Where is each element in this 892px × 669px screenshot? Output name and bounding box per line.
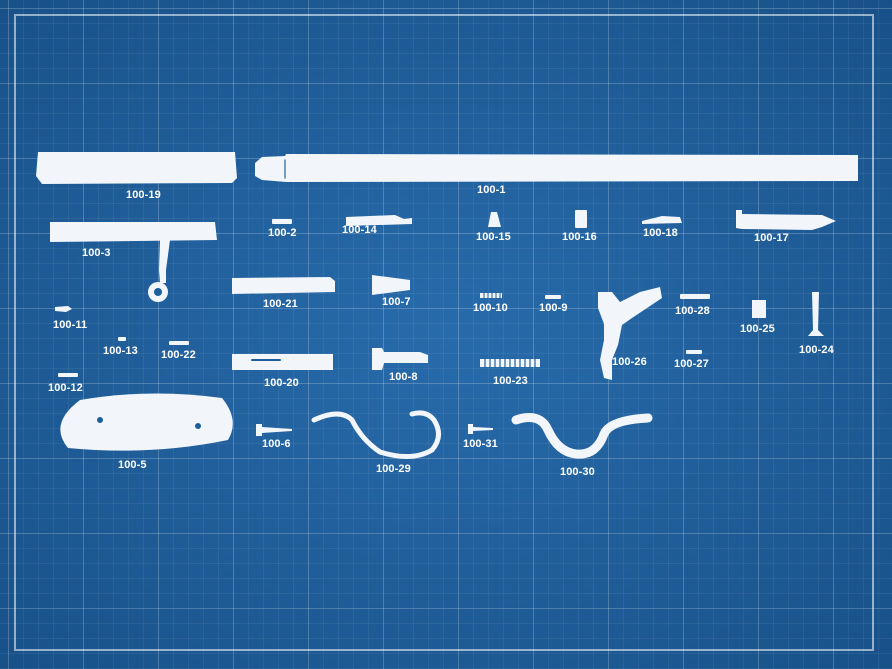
part-100-26	[598, 287, 662, 380]
label-100-26: 100-26	[612, 356, 647, 368]
label-100-16: 100-16	[562, 231, 597, 243]
part-100-25	[752, 300, 766, 318]
part-100-15	[488, 212, 501, 227]
label-100-12: 100-12	[48, 382, 83, 394]
label-100-20: 100-20	[264, 377, 299, 389]
part-100-6-screw	[256, 424, 292, 436]
part-100-20	[232, 354, 333, 370]
label-100-23: 100-23	[493, 375, 528, 387]
part-100-5-hole-2	[195, 423, 201, 429]
part-100-23-coils	[484, 358, 536, 368]
part-100-28	[680, 294, 710, 299]
part-100-21	[232, 277, 335, 294]
label-100-19: 100-19	[126, 189, 161, 201]
label-100-25: 100-25	[740, 323, 775, 335]
label-100-28: 100-28	[675, 305, 710, 317]
part-100-14	[346, 215, 412, 226]
label-100-9: 100-9	[539, 302, 568, 314]
label-100-10: 100-10	[473, 302, 508, 314]
label-100-13: 100-13	[103, 345, 138, 357]
label-100-15: 100-15	[476, 231, 511, 243]
part-100-16	[575, 210, 587, 228]
label-100-6: 100-6	[262, 438, 291, 450]
part-100-9	[545, 295, 561, 299]
part-100-22	[169, 341, 189, 345]
part-100-8	[372, 348, 428, 370]
label-100-11: 100-11	[53, 319, 88, 331]
label-100-29: 100-29	[376, 463, 411, 475]
label-100-22: 100-22	[161, 349, 196, 361]
label-100-18: 100-18	[643, 227, 678, 239]
label-100-24: 100-24	[799, 344, 834, 356]
part-100-10	[480, 293, 502, 298]
label-100-5: 100-5	[118, 459, 147, 471]
part-100-11	[55, 306, 72, 312]
label-100-7: 100-7	[382, 296, 411, 308]
part-100-2	[272, 219, 292, 224]
part-100-29-spring	[311, 410, 441, 459]
label-100-1: 100-1	[477, 184, 506, 196]
part-100-10-coils	[483, 292, 501, 299]
label-100-3: 100-3	[82, 247, 111, 259]
part-100-12	[58, 373, 78, 377]
part-100-18	[642, 216, 682, 224]
part-100-3-bolt	[50, 222, 217, 302]
part-100-19-receiver	[36, 152, 237, 184]
label-100-2: 100-2	[268, 227, 297, 239]
part-100-24	[808, 292, 824, 336]
label-100-31: 100-31	[463, 438, 498, 450]
label-100-17: 100-17	[754, 232, 789, 244]
part-100-7	[372, 275, 410, 295]
part-100-17	[736, 210, 836, 230]
part-100-5-hole-1	[97, 417, 103, 423]
label-100-30: 100-30	[560, 466, 595, 478]
part-100-3-ring-hole	[154, 288, 162, 296]
part-100-27	[686, 350, 702, 354]
part-100-30-trigger-guard	[511, 413, 653, 459]
label-100-21: 100-21	[263, 298, 298, 310]
part-100-5-buttplate	[60, 393, 233, 451]
part-100-31-screw	[468, 424, 493, 434]
label-100-8: 100-8	[389, 371, 418, 383]
label-100-14: 100-14	[342, 224, 377, 236]
label-100-27: 100-27	[674, 358, 709, 370]
part-100-13	[118, 337, 126, 341]
part-100-1-barrel	[255, 154, 858, 182]
